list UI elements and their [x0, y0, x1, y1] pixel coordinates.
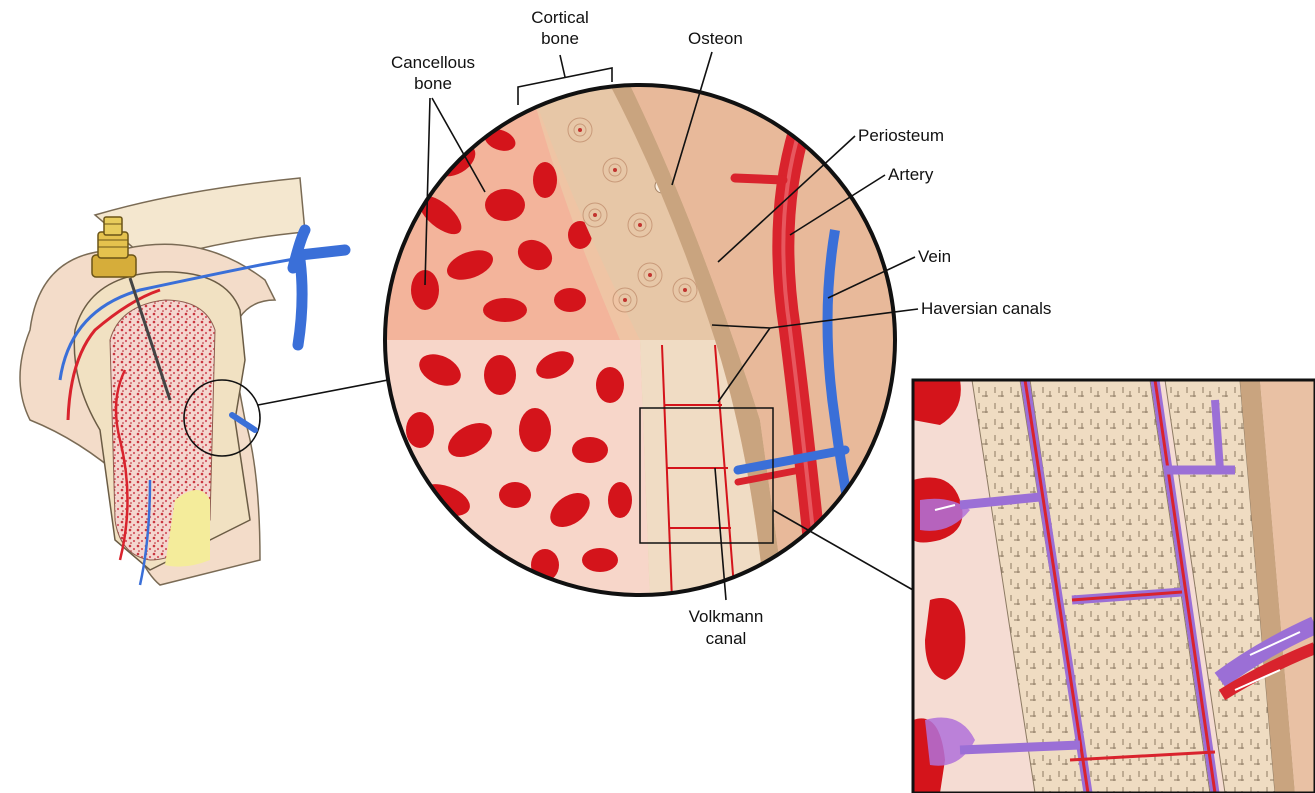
volkmann-canal-label-line1: Volkmann: [689, 607, 764, 626]
cortical-bone-label-line1: Cortical: [531, 8, 589, 27]
vein-branch: [293, 230, 345, 345]
cancellous-bone-label-line1: Cancellous: [391, 53, 475, 72]
humerus-illustration: [20, 178, 388, 585]
inset-detail: [913, 380, 1315, 793]
cancellous-bone-label-line2: bone: [414, 74, 452, 93]
vein-label: Vein: [918, 247, 951, 266]
haversian-canals-label: Haversian canals: [921, 299, 1051, 318]
periosteum-label: Periosteum: [858, 126, 944, 145]
osteon-label: Osteon: [688, 29, 743, 48]
artery-branch: [735, 178, 783, 180]
artery-label: Artery: [888, 165, 934, 184]
inset-branch-top: [1215, 400, 1220, 470]
cortical-bone-label-line2: bone: [541, 29, 579, 48]
inset-leader-line: [773, 510, 913, 590]
volkmann-canal-label-line2: canal: [706, 629, 747, 648]
magnified-bone-section: [380, 80, 900, 600]
zoom-leader-line: [258, 380, 388, 405]
